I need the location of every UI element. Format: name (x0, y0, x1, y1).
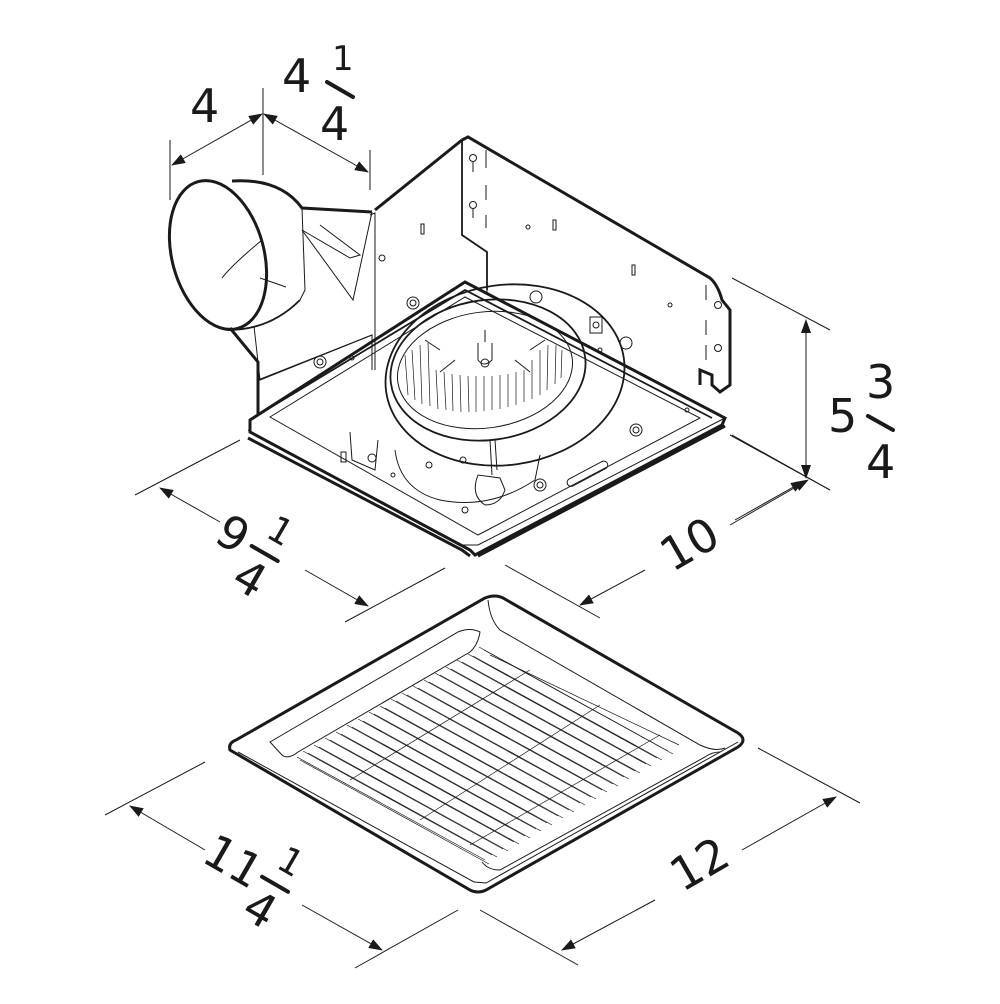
svg-text:1: 1 (270, 839, 310, 886)
grille (228, 594, 745, 894)
dimension-grille-width (104, 761, 459, 969)
svg-text:5: 5 (828, 389, 857, 443)
motor (340, 431, 541, 514)
dimension-housing-length (504, 434, 831, 619)
dim-housing-height: 5 3 4 (828, 355, 895, 489)
grille-louvers (296, 646, 680, 865)
dimension-duct (169, 88, 371, 200)
dim-housing-length: 10 (651, 506, 729, 582)
dim-housing-width: 9 1 4 (207, 503, 301, 609)
dim-grille-length: 12 (661, 826, 739, 902)
mounting-bracket (461, 135, 732, 394)
dim-duct-offset: 4 1 4 (282, 39, 355, 151)
dimension-housing-width (134, 439, 446, 623)
duct-collar (167, 179, 373, 415)
fan-housing (167, 135, 732, 558)
dim-duct-depth: 4 (190, 79, 219, 133)
dim-grille-width: 11 1 4 (194, 823, 310, 940)
svg-text:3: 3 (866, 355, 895, 409)
svg-text:4: 4 (866, 435, 895, 489)
svg-text:4: 4 (282, 49, 311, 103)
dimension-height (729, 277, 831, 526)
svg-text:1: 1 (332, 39, 354, 79)
blower-wheel (384, 283, 626, 467)
dimension-grille-length (479, 747, 861, 966)
svg-text:1: 1 (260, 508, 300, 555)
svg-text:4: 4 (320, 97, 349, 151)
